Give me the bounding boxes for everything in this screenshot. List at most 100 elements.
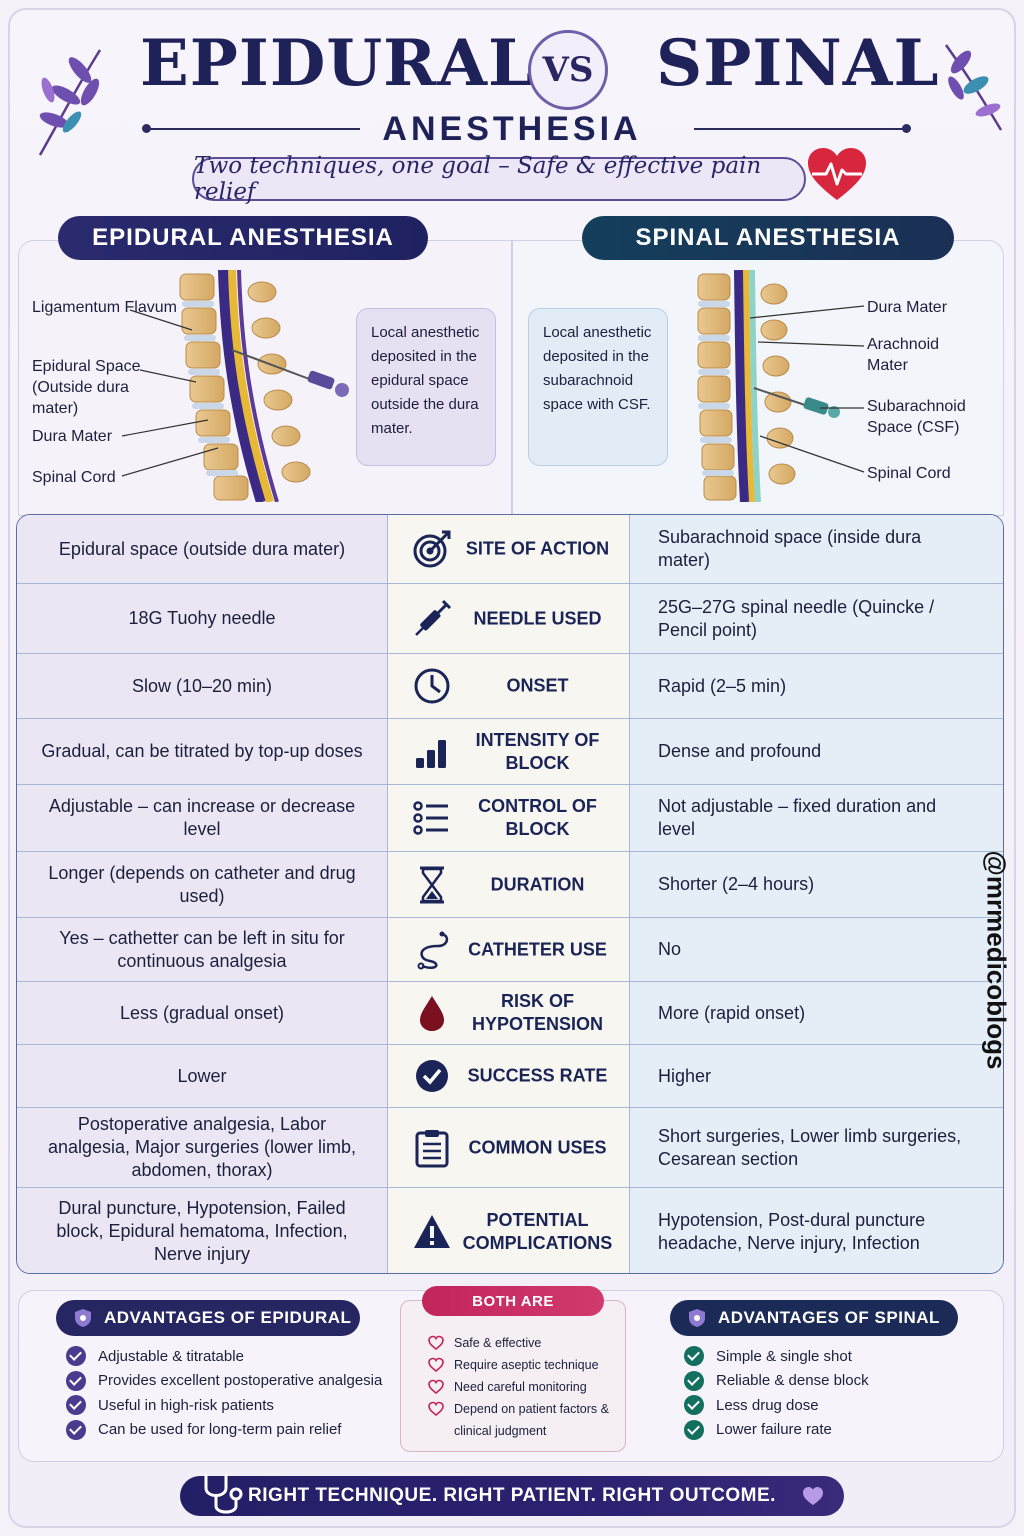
catheter-icon [417, 931, 449, 969]
subtitle-dot-right [902, 124, 911, 133]
hourglass-icon [420, 866, 444, 903]
leaf-decoration-left-icon [38, 49, 102, 156]
subtitle-row: ANESTHESIA [0, 110, 1024, 150]
epidural-spine-illustration [172, 270, 362, 502]
list-control-icon [413, 801, 448, 835]
list-item-text: Lower failure rate [716, 1421, 832, 1439]
table-row: Dural puncture, Hypotension, Failed bloc… [17, 1188, 1003, 1273]
epidural-cell: 18G Tuohy needle [17, 584, 388, 653]
watermark: @mrmedicoblogs [981, 850, 1012, 1070]
table-row: Postoperative analgesia, Labor analgesia… [17, 1108, 1003, 1188]
both-are-heading: BOTH ARE [422, 1286, 604, 1316]
heart-outline-icon [428, 1379, 444, 1395]
epidural-cell: Adjustable – can increase or decrease le… [17, 785, 388, 851]
list-item-text: Depend on patient factors & clinical jud… [454, 1402, 609, 1438]
spinal-cell: Dense and profound [630, 719, 1003, 784]
epidural-cell: Less (gradual onset) [17, 982, 388, 1044]
list-item-text: Useful in high-risk patients [98, 1396, 274, 1414]
title-epidural: EPIDURAL [140, 26, 534, 101]
heart-outline-icon [428, 1335, 444, 1351]
spinal-cell: Higher [630, 1045, 1003, 1107]
leaf-decoration-right-icon [944, 44, 1003, 131]
heart-icon [803, 1487, 823, 1505]
criterion-label: SUCCESS RATE [467, 1065, 608, 1086]
criterion-cell: CONTROL OF BLOCK [388, 785, 630, 851]
spinal-heading: SPINAL ANESTHESIA [582, 216, 954, 260]
table-row: Longer (depends on catheter and drug use… [17, 852, 1003, 918]
spinal-cell: Not adjustable – fixed duration and leve… [630, 785, 1003, 851]
list-item-text: Reliable & dense block [716, 1372, 869, 1390]
epi-label-epidural-space: Epidural Space (Outside dura mater) [32, 358, 141, 417]
title-row: EPIDURAL VS SPINAL [0, 26, 1024, 116]
list-item: Lower failure rate [684, 1418, 869, 1443]
spinal-spine-illustration [690, 270, 840, 502]
footer-banner: RIGHT TECHNIQUE. RIGHT PATIENT. RIGHT OU… [180, 1476, 844, 1516]
spi-leader-lines [749, 305, 865, 473]
heart-outline-icon [428, 1357, 444, 1373]
list-item: Need careful monitoring [428, 1376, 614, 1398]
spi-label-subarachnoid: Subarachnoid Space (CSF) [867, 398, 966, 436]
advantages-epidural-heading: ADVANTAGES OF EPIDURAL [56, 1300, 360, 1336]
criterion-cell: INTENSITY OF BLOCK [388, 719, 630, 784]
list-item-text: Need careful monitoring [454, 1380, 587, 1394]
epi-label-ligamentum: Ligamentum Flavum [32, 299, 177, 316]
table-row: Yes – cathetter can be left in situ for … [17, 918, 1003, 982]
bar-chart-icon [416, 739, 446, 768]
title-spinal: SPINAL [656, 26, 940, 101]
list-item: Simple & single shot [684, 1344, 869, 1369]
spinal-cell: Subarachnoid space (inside dura mater) [630, 515, 1003, 583]
spinal-cell: Rapid (2–5 min) [630, 654, 1003, 718]
criterion-label: DURATION [490, 874, 585, 894]
criterion-cell: CATHETER USE [388, 918, 630, 981]
criterion-cell: SUCCESS RATE [388, 1045, 630, 1107]
criterion-label: RISK OF HYPOTENSION [471, 991, 604, 1034]
criterion-cell: RISK OF HYPOTENSION [388, 982, 630, 1044]
epidural-heading: EPIDURAL ANESTHESIA [58, 216, 428, 260]
criterion-label: CONTROL OF BLOCK [478, 796, 597, 839]
list-item: Provides excellent postoperative analges… [66, 1369, 382, 1394]
criterion-cell: SITE OF ACTION [388, 515, 630, 583]
spinal-cell: No [630, 918, 1003, 981]
check-circle-icon [416, 1060, 448, 1092]
clock-icon [414, 668, 450, 704]
table-row: Epidural space (outside dura mater) SITE… [17, 515, 1003, 584]
target-icon [413, 530, 451, 568]
table-row: 18G Tuohy needle NEEDLE USED 25G–27G spi… [17, 584, 1003, 654]
list-item-text: Can be used for long-term pain relief [98, 1421, 342, 1439]
list-item: Can be used for long-term pain relief [66, 1418, 382, 1443]
subtitle-line-right [694, 128, 904, 130]
list-item: Safe & effective [428, 1332, 614, 1354]
criterion-label: CATHETER USE [468, 939, 607, 959]
check-icon [66, 1370, 86, 1391]
list-item: Require aseptic technique [428, 1354, 614, 1376]
criterion-label: SITE OF ACTION [465, 538, 610, 559]
spinal-cell: More (rapid onset) [630, 982, 1003, 1044]
warning-icon [414, 1214, 450, 1248]
spinal-cell: Hypotension, Post-dural puncture headach… [630, 1188, 1003, 1273]
spinal-cell: Shorter (2–4 hours) [630, 852, 1003, 917]
advantages-epidural-list: Adjustable & titratable Provides excelle… [66, 1344, 382, 1442]
subtitle-dot-left [142, 124, 151, 133]
epidural-cell: Gradual, can be titrated by top-up doses [17, 719, 388, 784]
epidural-cell: Dural puncture, Hypotension, Failed bloc… [17, 1188, 388, 1273]
both-are-box [400, 1300, 626, 1452]
list-item: Useful in high-risk patients [66, 1393, 382, 1418]
vs-badge: VS [528, 30, 608, 110]
stethoscope-icon [204, 1474, 243, 1514]
epidural-cell: Epidural space (outside dura mater) [17, 515, 388, 583]
criterion-cell: POTENTIAL COMPLICATIONS [388, 1188, 630, 1273]
advantages-spinal-title: ADVANTAGES OF SPINAL [718, 1308, 940, 1327]
list-item: Adjustable & titratable [66, 1344, 382, 1369]
subtitle: ANESTHESIA [382, 110, 642, 148]
table-row: Adjustable – can increase or decrease le… [17, 785, 1003, 852]
spinal-cell: 25G–27G spinal needle (Quincke / Pencil … [630, 584, 1003, 653]
criterion-label: ONSET [506, 675, 569, 696]
epi-leader-lines [121, 309, 219, 477]
comparison-table: Epidural space (outside dura mater) SITE… [16, 514, 1004, 1274]
epi-label-dura: Dura Mater [32, 428, 113, 445]
criterion-label: COMMON USES [468, 1137, 607, 1157]
list-item: Reliable & dense block [684, 1369, 869, 1394]
shield-icon [75, 1309, 91, 1327]
list-item-text: Adjustable & titratable [98, 1347, 244, 1365]
list-item-text: Safe & effective [454, 1336, 542, 1350]
